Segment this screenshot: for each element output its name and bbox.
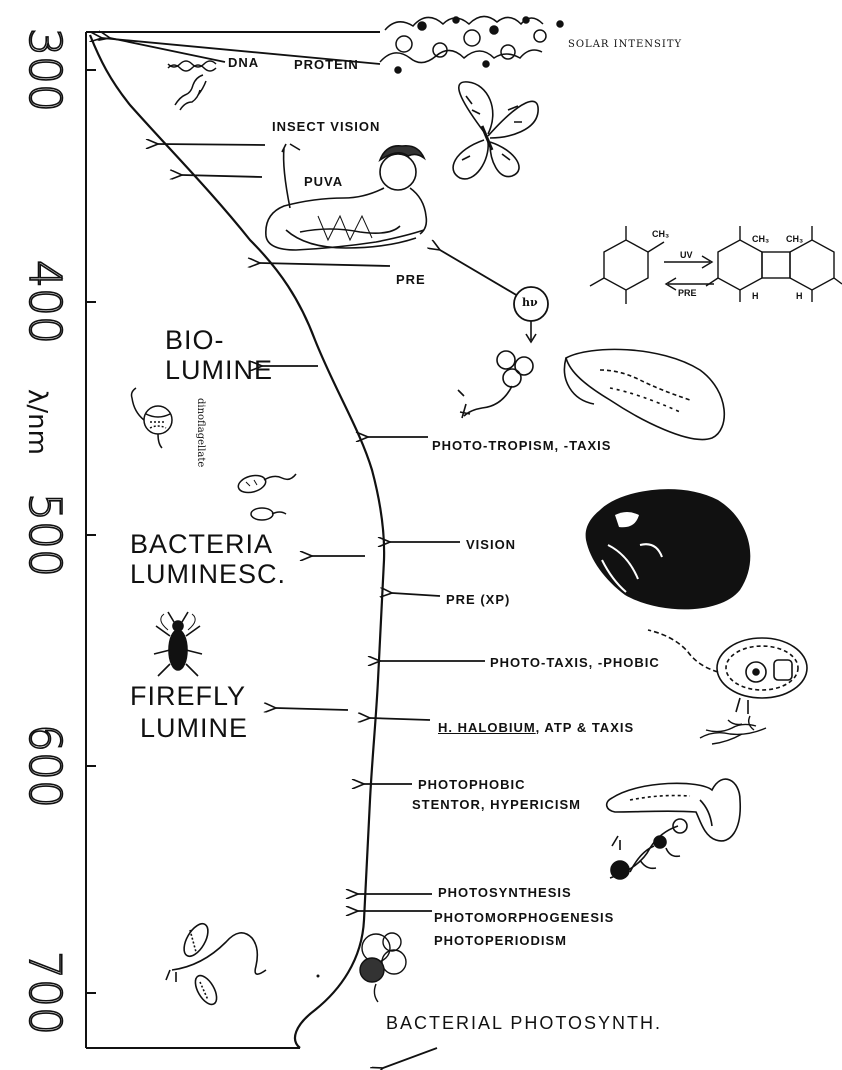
bacteria-label-line2: LUMINESC. [130,560,286,589]
pre-arrow [260,263,390,266]
photosynthesis-label: PHOTOSYNTHESIS [438,885,572,900]
firefly-icon [154,612,202,676]
ch3-mid-label: CH₃ [752,234,769,244]
photomorphogenesis-label: PHOTOMORPHOGENESIS [434,910,614,925]
dna-helix-icon [168,61,216,110]
solar-intensity-label: SOLAR INTENSITY [568,39,682,50]
protein-structure-icon [380,16,563,73]
h-left-label: H [752,291,759,301]
dinoflagellate-label: dinoflagellate [195,398,206,467]
halobium-arrow [370,718,430,720]
phototropism-label: PHOTO-TROPISM, -TAXIS [432,438,611,453]
pre-xp-label: PRE (XP) [446,592,510,607]
thymine-dimer-structures [590,226,842,304]
dna-label: DNA [228,55,259,70]
halobium-species-name: H. HALOBIUM [438,720,536,735]
bio-lumine-label-line2: LUMINE [165,356,273,385]
firefly-label-line1: FIREFLY [130,682,246,711]
clover-flower-icon [360,933,406,1002]
dna-arrow [110,38,225,62]
stentor-icon [607,779,741,841]
h-right-label: H [796,291,803,301]
halobacterium-icon [700,716,766,744]
insect-vision-label: INSECT VISION [272,119,380,134]
protist-cell-icon [564,349,724,439]
hv-to-pre-arrow [440,250,518,296]
uv-label: UV [680,250,693,260]
motile-cell-icon [648,630,807,714]
pre-xp-arrow [392,593,440,596]
photophobic-label: PHOTOPHOBIC [418,777,526,792]
tick-label-400: 400 [22,247,66,357]
seedling-icon [458,351,533,418]
tick-label-300: 300 [22,15,66,125]
bacteria-label-line1: BACTERIA [130,530,273,559]
eye-vision-icon [586,489,751,609]
hv-label: hν [522,296,538,309]
tick-label-700: 700 [22,938,66,1048]
bacterial-photosynth-label: BACTERIAL PHOTOSYNTH. [386,1013,662,1034]
bacterial-photosynth-arrow [383,1048,437,1068]
phototaxis-label: PHOTO-TAXIS, -PHOBIC [490,655,660,670]
photoperiodism-label: PHOTOPERIODISM [434,933,567,948]
puva-label: PUVA [304,174,343,189]
sketch-marks [317,975,320,978]
pre-reverse-label: PRE [678,288,697,298]
vision-label: VISION [466,537,516,552]
bean-plant-icon [166,920,266,1008]
stentor-label: STENTOR, HYPERICISM [412,797,581,812]
tick-label-600: 600 [22,711,66,821]
sunbathing-woman-icon [266,144,427,250]
flowering-plant-icon [610,819,687,879]
insect-vision-arrow [158,144,265,145]
halobium-label: H. HALOBIUM, ATP & TAXIS [438,720,634,735]
dinoflagellate-icon [132,388,173,448]
bio-lumine-label-line1: BIO- [165,326,225,355]
pre-label: PRE [396,272,426,287]
firefly-lumine-arrow [276,708,348,710]
protein-label: PROTEIN [294,57,359,72]
butterfly-icon [453,82,538,179]
wavelength-axis-label: λ/nm [22,377,52,467]
bacteria-icon [236,473,296,520]
ch3-right-label: CH₃ [786,234,803,244]
axis-ticks [86,70,96,993]
ch3-left-label: CH₃ [652,229,669,239]
tick-label-500: 500 [22,480,66,590]
firefly-label-line2: LUMINE [140,714,248,743]
halobium-description: , ATP & TAXIS [536,720,634,735]
